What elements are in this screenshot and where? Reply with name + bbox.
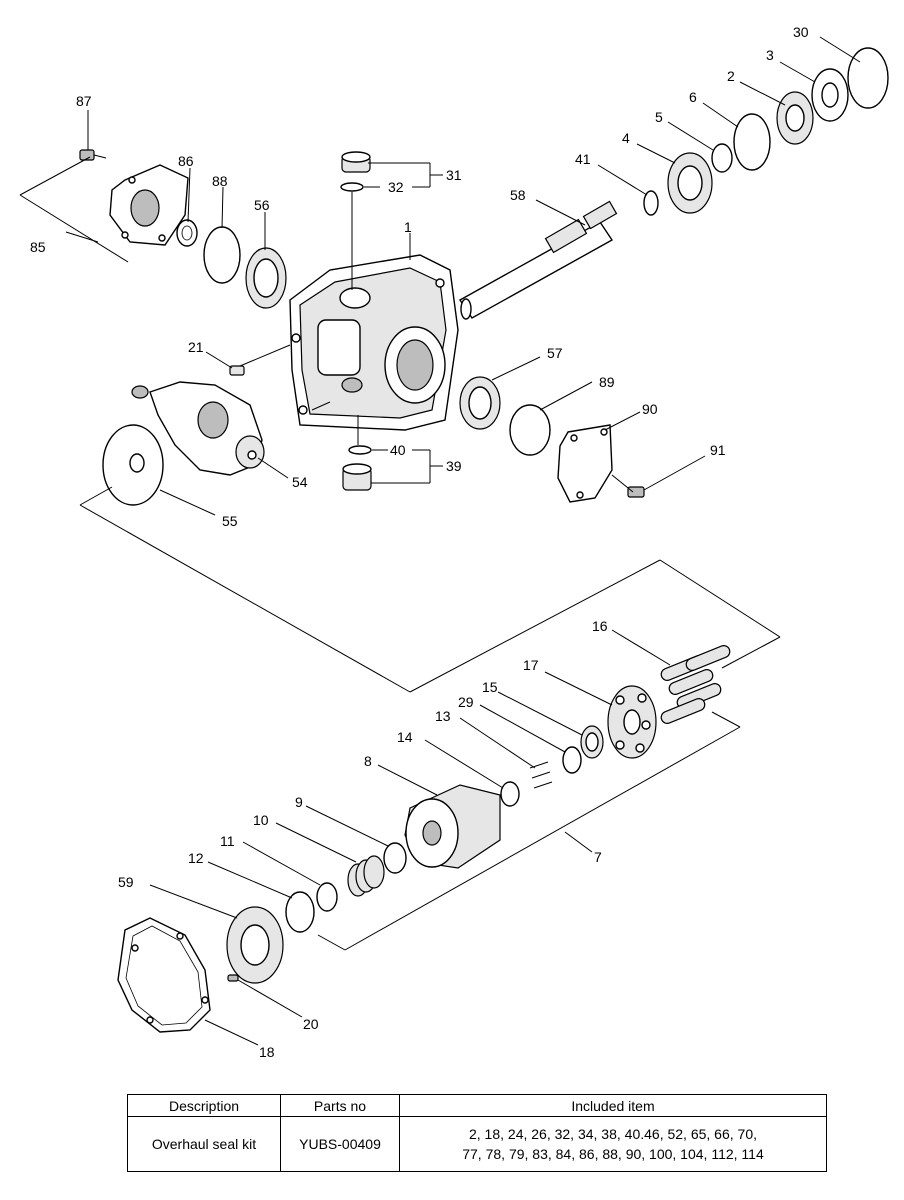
label-part-11: 11 (220, 833, 235, 849)
label-part-29: 29 (458, 694, 474, 710)
label-part-6: 6 (689, 89, 697, 105)
label-part-7: 7 (594, 849, 602, 865)
part-10-spring (347, 855, 385, 897)
label-part-30: 30 (793, 24, 809, 40)
part-41-snap-ring (643, 190, 659, 216)
label-part-15: 15 (482, 679, 498, 695)
part-32-o-ring (340, 182, 364, 192)
label-part-2: 2 (727, 68, 735, 84)
label-part-13: 13 (435, 708, 451, 724)
included-line-2: 77, 78, 79, 83, 84, 86, 88, 90, 100, 104… (462, 1146, 764, 1162)
leader-lines (19, 36, 861, 1046)
part-91-bolt (627, 486, 645, 498)
cell-parts-no: YUBS-00409 (280, 1116, 400, 1172)
label-part-18: 18 (259, 1044, 275, 1060)
part-labels: 30 3 2 6 5 4 41 58 1 31 32 87 86 88 56 8… (30, 24, 809, 1060)
part-4-bearing (667, 152, 713, 214)
part-5-ring (711, 143, 733, 173)
label-part-21: 21 (188, 339, 204, 355)
part-87-bolt (79, 149, 107, 161)
part-58-shaft (458, 200, 618, 320)
part-90-cover (557, 424, 613, 503)
part-16-piston-set (660, 645, 731, 724)
part-40-o-ring (348, 445, 372, 455)
part-59-bearing (226, 906, 284, 984)
part-29-ring (562, 746, 582, 774)
part-54-head (131, 381, 265, 476)
label-part-39: 39 (446, 458, 462, 474)
table-header-row: Description Parts no Included item (127, 1094, 827, 1117)
part-21-plug (229, 365, 245, 376)
label-part-1: 1 (404, 219, 412, 235)
label-part-31: 31 (446, 167, 462, 183)
label-part-86: 86 (178, 153, 194, 169)
cell-description: Overhaul seal kit (127, 1116, 281, 1172)
label-part-85: 85 (30, 239, 46, 255)
label-part-87: 87 (76, 93, 92, 109)
label-part-17: 17 (523, 657, 539, 673)
label-part-8: 8 (364, 753, 372, 769)
header-description: Description (127, 1094, 281, 1117)
part-39-plug (342, 463, 372, 491)
label-part-90: 90 (642, 401, 658, 417)
label-part-20: 20 (303, 1016, 319, 1032)
label-part-14: 14 (397, 729, 413, 745)
part-11-washer (316, 882, 338, 912)
part-9-ring (383, 842, 407, 874)
part-20-pin (227, 974, 239, 982)
label-part-5: 5 (655, 109, 663, 125)
header-parts-no: Parts no (280, 1094, 400, 1117)
label-part-4: 4 (622, 130, 630, 146)
part-8-cylinder-block (404, 784, 501, 869)
label-part-54: 54 (292, 474, 308, 490)
part-2-oil-seal (776, 91, 814, 145)
label-part-32: 32 (388, 179, 404, 195)
part-13-pins (529, 761, 553, 789)
included-line-1: 2, 18, 24, 26, 32, 34, 38, 40.46, 52, 65… (468, 1126, 757, 1142)
part-12-ring (285, 891, 315, 933)
part-86-oil-seal (176, 219, 198, 247)
part-17-retainer-plate (607, 685, 657, 759)
cell-included-item: 2, 18, 24, 26, 32, 34, 38, 40.46, 52, 65… (399, 1116, 827, 1172)
label-part-91: 91 (710, 442, 726, 458)
part-89-o-ring (509, 404, 551, 456)
exploded-parts-diagram: 30 3 2 6 5 4 41 58 1 31 32 87 86 88 56 8… (19, 24, 889, 1060)
label-part-58: 58 (510, 187, 526, 203)
housing-body (289, 254, 459, 431)
label-part-89: 89 (599, 374, 615, 390)
part-14-collar (500, 781, 520, 807)
label-part-10: 10 (253, 812, 269, 828)
part-55-gasket (102, 424, 164, 506)
part-57-bearing (459, 376, 501, 430)
header-included-item: Included item (399, 1094, 827, 1117)
part-85-cover-plate (109, 164, 189, 246)
part-6-snap-ring (733, 113, 771, 171)
part-88-o-ring (203, 226, 241, 284)
table-row: Overhaul seal kit YUBS-00409 2, 18, 24, … (127, 1116, 827, 1172)
label-part-55: 55 (222, 513, 238, 529)
label-part-57: 57 (547, 345, 563, 361)
label-part-12: 12 (188, 850, 204, 866)
label-part-88: 88 (212, 173, 228, 189)
part-3-spacer (811, 68, 849, 122)
label-part-56: 56 (254, 197, 270, 213)
part-15-ball-guide (580, 725, 604, 759)
label-part-59: 59 (118, 874, 134, 890)
seal-kit-table: Description Parts no Included item Overh… (127, 1094, 827, 1172)
label-part-3: 3 (766, 47, 774, 63)
part-18-gasket (117, 917, 211, 1033)
label-part-16: 16 (592, 618, 608, 634)
part-30-snap-ring (847, 47, 889, 109)
label-part-40: 40 (390, 442, 406, 458)
label-part-41: 41 (575, 151, 591, 167)
part-31-plug (341, 151, 371, 173)
label-part-9: 9 (295, 794, 303, 810)
part-56-bearing (245, 247, 287, 309)
